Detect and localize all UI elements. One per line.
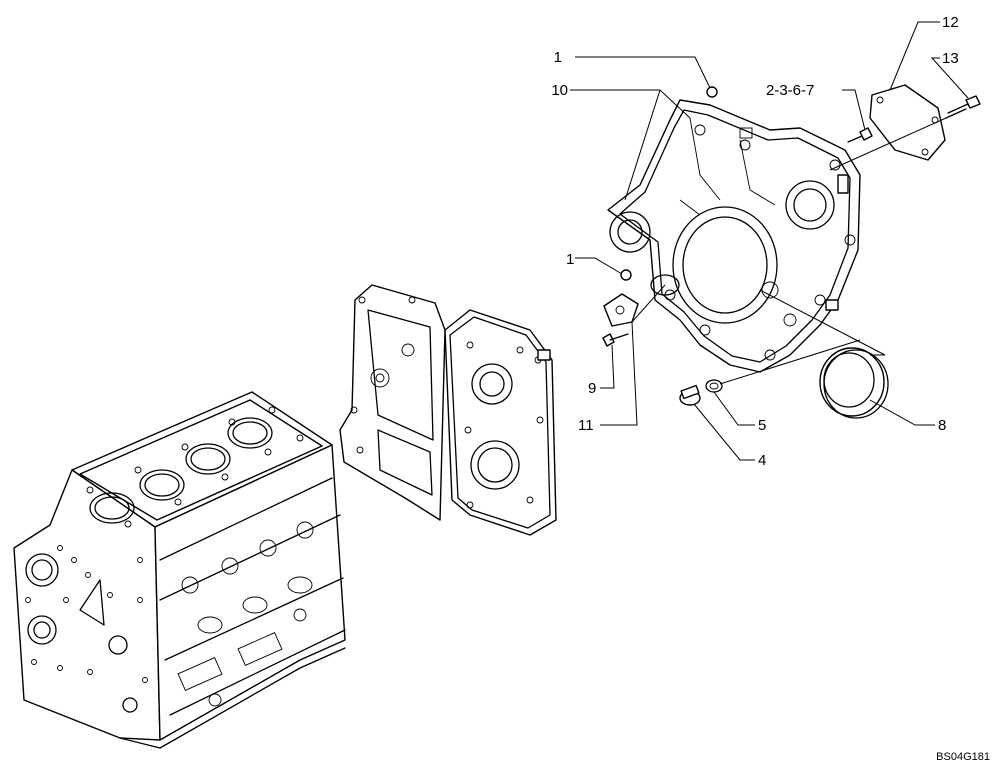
plug-left [620, 269, 632, 281]
drawing-code: BS04G181 [936, 751, 990, 763]
callout-1-left: 1 [566, 251, 574, 268]
callout-12: 12 [942, 14, 959, 31]
bolt-2-3-6-7 [847, 127, 873, 143]
callout-9: 9 [588, 380, 596, 397]
cover-plate [869, 84, 946, 161]
flywheel-housing [607, 99, 861, 373]
small-cover [603, 293, 639, 327]
plug-top [706, 86, 718, 98]
leader-lines [570, 21, 969, 461]
gasket [650, 274, 680, 296]
bolt-9 [602, 333, 629, 347]
washer [705, 379, 723, 393]
bolt-13 [945, 95, 981, 119]
drain-plug [679, 384, 701, 406]
callout-8: 8 [938, 417, 946, 434]
crankshaft-rear-seal [819, 347, 889, 419]
callout-11: 11 [578, 417, 594, 434]
callout-2-3-6-7: 2-3-6-7 [766, 82, 814, 99]
callout-5: 5 [758, 417, 766, 434]
callout-1-top: 1 [554, 49, 562, 66]
callout-13: 13 [942, 50, 959, 67]
engine-block [13, 391, 346, 749]
callout-4: 4 [758, 452, 766, 469]
gear-housing [339, 284, 557, 536]
callout-10: 10 [551, 82, 568, 99]
